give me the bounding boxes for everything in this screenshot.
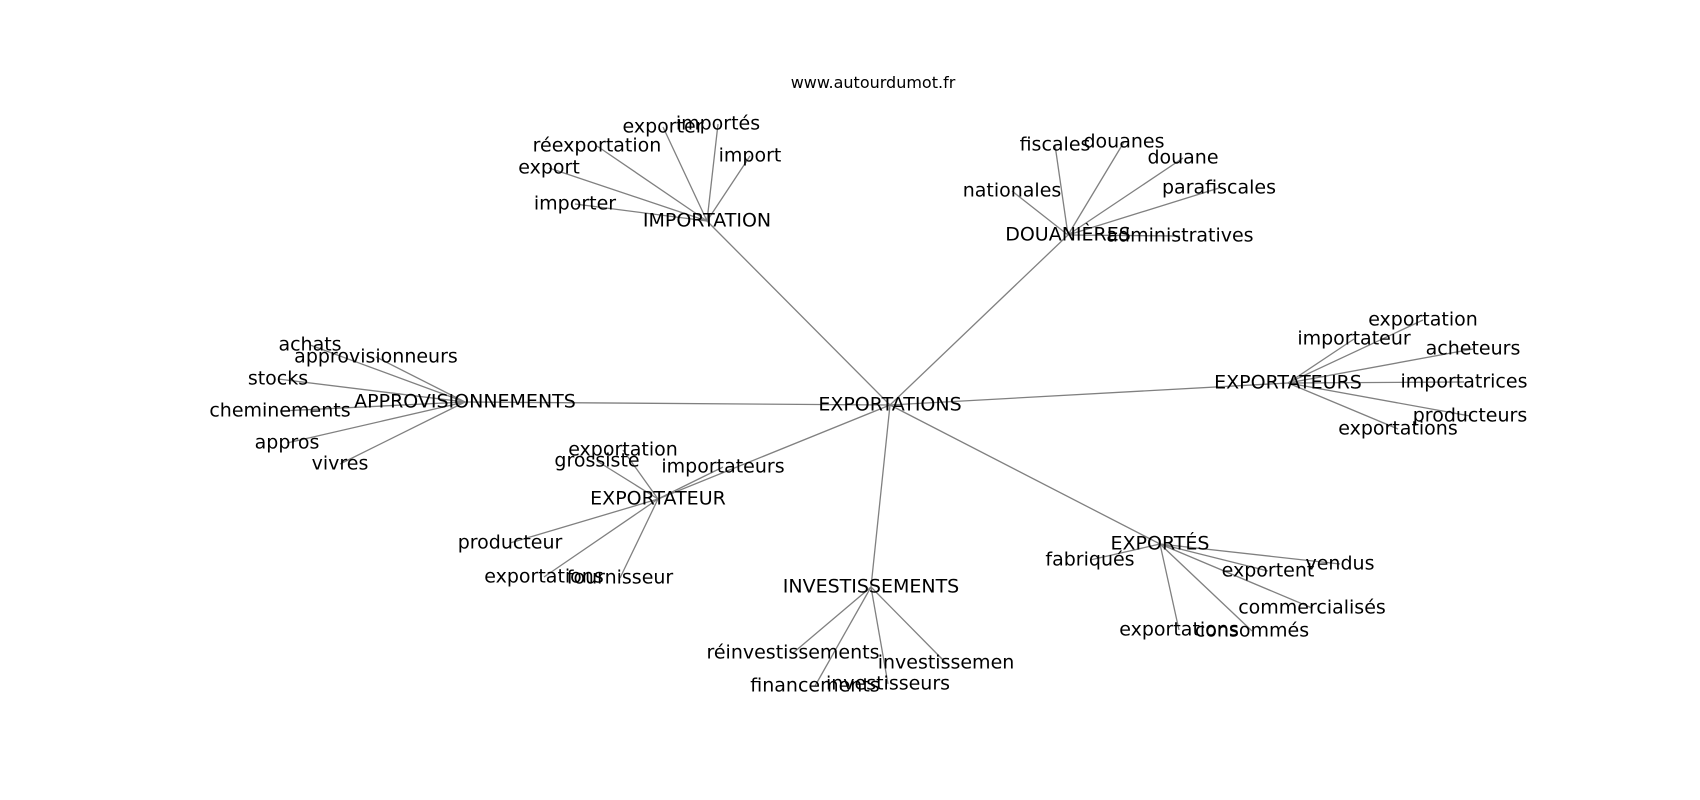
leaf-node-label[interactable]: exportation — [568, 439, 678, 461]
edge-center-to-hub — [464, 401, 891, 406]
hub-node-label[interactable]: APPROVISIONNEMENTS — [354, 391, 576, 413]
leaf-node-label[interactable]: financements — [750, 675, 879, 697]
leaf-node-label[interactable]: import — [719, 145, 782, 167]
leaf-node-label[interactable]: exporter — [622, 116, 703, 138]
leaf-node-label[interactable]: fabriqués — [1045, 549, 1134, 571]
leaf-node-label[interactable]: commercialisés — [1238, 597, 1386, 619]
edge-hub-to-leaf — [279, 401, 466, 412]
edge-hub-to-leaf — [662, 126, 708, 222]
edge-hub-to-leaf — [1159, 543, 1180, 631]
edge-hub-to-leaf — [1287, 382, 1399, 430]
hub-node-label[interactable]: EXPORTÉS — [1111, 532, 1210, 555]
leaf-node-label[interactable]: producteur — [458, 532, 563, 554]
leaf-node-label[interactable]: investissemen — [878, 652, 1015, 674]
leaf-node-label[interactable]: exportations — [1338, 418, 1457, 440]
edge-hub-to-leaf — [657, 466, 724, 500]
leaf-node-label[interactable]: fiscales — [1020, 134, 1091, 156]
center-node-label[interactable]: EXPORTATIONS — [818, 394, 961, 416]
leaf-node-label[interactable]: parafiscales — [1162, 177, 1276, 199]
hub-node-label[interactable]: DOUANIÈRES — [1005, 223, 1131, 246]
leaf-node-label[interactable]: vendus — [1306, 553, 1375, 575]
leaf-node-label[interactable]: appros — [255, 432, 320, 454]
hub-node-label[interactable]: IMPORTATION — [643, 210, 771, 232]
edge-center-to-hub — [870, 404, 891, 588]
edge-hub-to-leaf — [309, 344, 466, 403]
edge-hub-to-leaf — [706, 155, 751, 222]
leaf-node-label[interactable]: administratives — [1106, 225, 1253, 247]
edge-hub-to-leaf — [1011, 190, 1069, 236]
edge-hub-to-leaf — [574, 203, 708, 222]
source-url[interactable]: www.autourdumot.fr — [791, 73, 956, 92]
edge-hub-to-leaf — [1287, 381, 1465, 384]
edge-hub-to-leaf — [619, 498, 659, 579]
edge-hub-to-leaf — [1159, 543, 1313, 609]
leaf-node-label[interactable]: importateurs — [661, 456, 784, 478]
edge-hub-to-leaf — [277, 378, 466, 403]
leaf-node-label[interactable]: stocks — [248, 368, 308, 390]
edge-hub-to-leaf — [1159, 543, 1269, 572]
edge-hub-to-leaf — [792, 586, 872, 654]
leaf-node-label[interactable]: cheminements — [209, 400, 350, 422]
leaf-node-label[interactable]: importer — [534, 193, 616, 215]
edge-hub-to-leaf — [1287, 382, 1471, 417]
edge-center-to-hub — [889, 234, 1069, 406]
edge-hub-to-leaf — [1287, 348, 1474, 384]
edge-hub-to-leaf — [870, 586, 947, 664]
edge-hub-to-leaf — [622, 449, 659, 500]
leaf-node-label[interactable]: importateur — [1297, 328, 1411, 350]
leaf-node-label[interactable]: consommés — [1195, 620, 1309, 642]
edge-hub-to-leaf — [1067, 187, 1220, 236]
edge-hub-to-leaf — [543, 498, 659, 578]
edge-hub-to-leaf — [1067, 234, 1181, 237]
leaf-node-label[interactable]: fournisseur — [567, 567, 674, 589]
edges — [277, 123, 1474, 687]
edge-hub-to-leaf — [1054, 144, 1069, 236]
leaf-node-label[interactable]: douane — [1147, 147, 1218, 169]
leaf-node-label[interactable]: exportent — [1222, 560, 1315, 582]
leaf-node-label[interactable]: vivres — [312, 453, 369, 475]
leaf-node-label[interactable]: réexportation — [533, 135, 662, 157]
edge-hub-to-leaf — [1287, 319, 1424, 384]
leaf-node-label[interactable]: acheteurs — [1426, 338, 1521, 360]
edge-center-to-hub — [889, 404, 1161, 545]
edge-hub-to-leaf — [596, 145, 708, 222]
edge-hub-to-leaf — [286, 401, 466, 444]
leaf-node-label[interactable]: producteurs — [1413, 405, 1528, 427]
hub-node-label[interactable]: INVESTISSEMENTS — [783, 576, 960, 598]
leaf-node-label[interactable]: investisseurs — [826, 673, 950, 695]
leaf-node-label[interactable]: exportations — [1119, 619, 1238, 641]
edge-hub-to-leaf — [509, 498, 659, 544]
leaf-node-label[interactable]: grossiste — [554, 450, 639, 472]
leaf-node-label[interactable]: douanes — [1083, 131, 1164, 153]
edge-hub-to-leaf — [1089, 543, 1161, 561]
leaf-node-label[interactable]: export — [518, 157, 580, 179]
leaf-node-label[interactable]: achats — [278, 334, 341, 356]
edge-center-to-hub — [889, 382, 1289, 406]
edge-hub-to-leaf — [1067, 157, 1184, 236]
edge-hub-to-leaf — [339, 401, 466, 465]
edge-hub-to-leaf — [1287, 338, 1355, 384]
leaf-node-label[interactable]: exportations — [484, 566, 603, 588]
edge-hub-to-leaf — [548, 167, 708, 222]
edge-hub-to-leaf — [1067, 141, 1125, 236]
leaf-node-label[interactable]: importés — [676, 113, 760, 135]
edge-hub-to-leaf — [814, 586, 872, 687]
leaf-node-label[interactable]: exportation — [1368, 309, 1478, 331]
edge-hub-to-leaf — [870, 586, 889, 685]
leaf-node-label[interactable]: réinvestissements — [706, 642, 879, 664]
labels: www.autourdumot.fr EXPORTATIONS IMPORTATI… — [209, 73, 1527, 697]
leaf-node-label[interactable]: importatrices — [1401, 371, 1528, 393]
edge-hub-to-leaf — [596, 460, 659, 500]
edge-center-to-hub — [657, 404, 891, 500]
edge-hub-to-leaf — [1159, 543, 1341, 565]
edge-hub-to-leaf — [1159, 543, 1253, 632]
hub-node-label[interactable]: EXPORTATEUR — [590, 488, 726, 510]
leaf-node-label[interactable]: nationales — [963, 180, 1062, 202]
edge-hub-to-leaf — [706, 123, 719, 222]
edge-hub-to-leaf — [375, 356, 466, 403]
hub-node-label[interactable]: EXPORTATEURS — [1214, 372, 1362, 394]
leaf-node-label[interactable]: approvisionneurs — [294, 346, 458, 368]
edge-center-to-hub — [706, 220, 891, 406]
